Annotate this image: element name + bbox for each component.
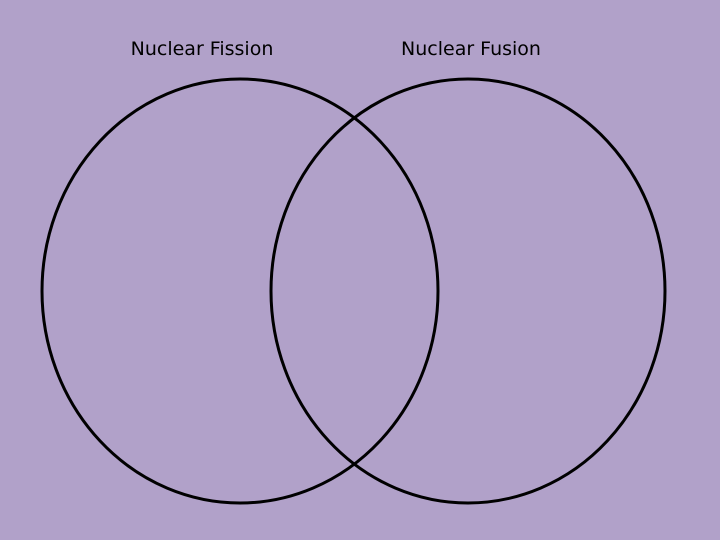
set-label-nuclear-fission: Nuclear Fission: [130, 38, 274, 60]
circle-nuclear-fusion: [269, 77, 667, 505]
set-label-nuclear-fusion: Nuclear Fusion: [401, 38, 541, 60]
circle-nuclear-fission: [40, 77, 440, 505]
